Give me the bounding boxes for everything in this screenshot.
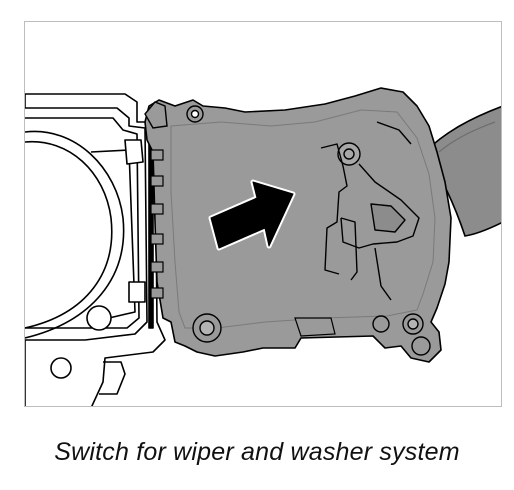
steering-column-housing — [25, 93, 166, 406]
switch-stalk — [423, 105, 501, 237]
push-direction-arrow — [208, 179, 296, 251]
switch-housing — [144, 87, 452, 363]
figure-caption: Switch for wiper and washer system — [54, 438, 460, 466]
figure-frame — [24, 21, 502, 407]
wiper-washer-switch-illustration — [25, 87, 501, 406]
